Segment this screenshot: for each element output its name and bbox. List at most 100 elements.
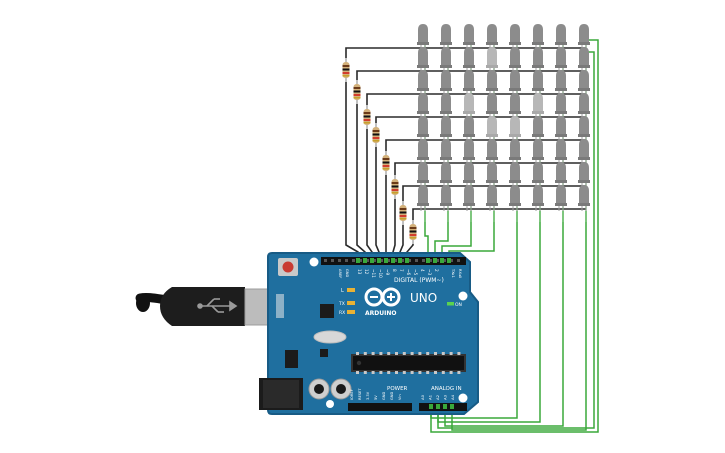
led-rim <box>417 134 429 137</box>
row-wire <box>366 93 414 105</box>
wire-end <box>363 258 367 263</box>
resistor-band <box>363 122 371 124</box>
led-body <box>556 70 566 90</box>
led <box>509 47 521 73</box>
resistors <box>342 58 417 244</box>
led-rim <box>486 180 498 183</box>
led-rim <box>532 65 544 68</box>
resistor-band <box>399 218 407 220</box>
led-rim <box>578 134 590 137</box>
led-body <box>533 185 543 205</box>
chip-pin <box>457 371 461 374</box>
wire-ends <box>356 258 454 409</box>
led-body <box>556 24 566 44</box>
resistor <box>399 201 407 225</box>
usb-chip <box>320 304 334 318</box>
led-rim <box>440 157 452 160</box>
led-body <box>579 139 589 159</box>
led <box>532 139 544 165</box>
led <box>509 162 521 188</box>
led <box>463 162 475 188</box>
wire-end <box>377 258 381 263</box>
resistor <box>409 220 417 244</box>
wire-end <box>443 404 447 409</box>
led-body <box>418 47 428 67</box>
chip-pin <box>410 371 414 374</box>
chip-pin <box>387 352 391 355</box>
led-rim <box>532 111 544 114</box>
led-rim <box>532 134 544 137</box>
chip-pin <box>379 371 383 374</box>
resistor-band <box>372 140 380 142</box>
led <box>578 162 590 188</box>
led-body <box>579 70 589 90</box>
arduino-infinity-icon <box>364 287 401 307</box>
led-rim <box>555 134 567 137</box>
analog-pin-label: A1 <box>428 394 433 400</box>
led-body <box>579 116 589 136</box>
analog-pin-label: A0 <box>420 394 425 400</box>
led <box>486 116 498 142</box>
led-body <box>510 162 520 182</box>
led <box>532 162 544 188</box>
power-jack[interactable] <box>259 378 303 410</box>
resistor-band <box>363 115 371 118</box>
led-body <box>418 162 428 182</box>
led-body <box>418 116 428 136</box>
resistor-band <box>399 211 407 214</box>
led-rim <box>578 157 590 160</box>
power-label: POWER <box>387 386 408 392</box>
led-body <box>441 24 451 44</box>
on-led-label: ON <box>455 302 462 308</box>
wire-end <box>384 258 388 263</box>
led-body <box>487 139 497 159</box>
led-rim <box>417 88 429 91</box>
reset-button[interactable] <box>278 258 298 276</box>
led-rim <box>532 203 544 206</box>
led-body <box>441 139 451 159</box>
chip-pin <box>410 352 414 355</box>
power-header[interactable] <box>348 403 412 411</box>
led <box>555 93 567 119</box>
led-rim <box>509 157 521 160</box>
row-wire <box>375 116 414 123</box>
led-body <box>510 47 520 67</box>
led-body <box>441 47 451 67</box>
led-body <box>556 139 566 159</box>
led <box>509 139 521 165</box>
led <box>509 185 521 211</box>
led-body <box>579 162 589 182</box>
analog-pin-label: A3 <box>443 394 448 400</box>
led-body <box>510 70 520 90</box>
led-rim <box>509 88 521 91</box>
power-pin-label: RESET <box>358 388 362 400</box>
wire-end <box>450 404 454 409</box>
usb-cable[interactable] <box>135 287 286 326</box>
rx-pin-label: RX◂0 <box>458 269 462 279</box>
led <box>532 185 544 211</box>
wire-end <box>447 258 451 263</box>
digital-pin-label: ~3 <box>427 269 432 276</box>
led-rim <box>555 88 567 91</box>
resistor-band <box>342 65 350 67</box>
resistor <box>382 151 390 175</box>
led-body <box>418 93 428 113</box>
led-rim <box>578 88 590 91</box>
led <box>417 70 429 96</box>
chip-pin <box>441 352 445 355</box>
led-rim <box>486 157 498 160</box>
led-rim <box>555 180 567 183</box>
led-rim <box>555 42 567 45</box>
led <box>578 24 590 50</box>
uno-label: UNO <box>410 291 437 305</box>
outer-wire <box>437 51 595 429</box>
resistor-band <box>363 119 371 121</box>
chip-pin <box>426 371 430 374</box>
mount-hole <box>309 257 319 267</box>
chip-pin <box>457 352 461 355</box>
resistor-band <box>399 208 407 210</box>
led <box>555 162 567 188</box>
chip-pin <box>387 371 391 374</box>
led-body <box>579 185 589 205</box>
